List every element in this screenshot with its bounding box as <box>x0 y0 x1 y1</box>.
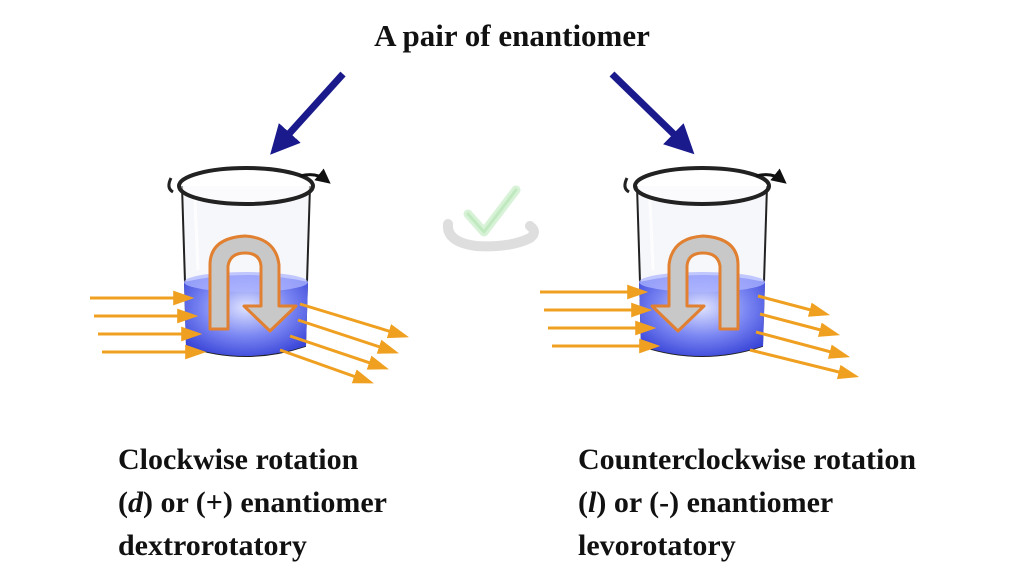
caption-left-paren-open: ( <box>118 486 128 519</box>
rotation-arrow-clockwise-icon <box>208 234 298 333</box>
caption-right-line-1: Counterclockwise rotation <box>578 443 917 476</box>
light-rays-out-left <box>279 302 410 384</box>
caption-counterclockwise: Counterclockwise rotation (l) or (-) ena… <box>578 438 916 567</box>
caption-left-symbol: d <box>128 486 143 519</box>
caption-right-symbol: l <box>588 486 597 519</box>
caption-right-line-2-rest: ) or (-) enantiomer <box>596 486 834 519</box>
checkmark-watermark-icon <box>442 185 539 252</box>
light-rays-out-right <box>749 294 860 380</box>
caption-left-line-2: (d) or (+) enantiomer <box>118 481 387 524</box>
page-title: A pair of enantiomer <box>374 18 650 53</box>
beaker-right-icon <box>623 166 787 357</box>
beaker-left-icon <box>167 166 331 357</box>
pointer-arrow-left <box>270 71 346 155</box>
caption-clockwise: Clockwise rotation (d) or (+) enantiomer… <box>118 438 387 567</box>
rotation-arrow-counterclockwise-icon <box>650 234 740 333</box>
caption-left-line-1: Clockwise rotation <box>118 443 359 476</box>
light-rays-in-right <box>540 284 661 354</box>
caption-left-line-3: dextrorotatory <box>118 529 307 562</box>
caption-right-line-2: (l) or (-) enantiomer <box>578 481 916 524</box>
caption-right-paren-open: ( <box>578 486 588 519</box>
pointer-arrow-right <box>609 71 695 155</box>
caption-right-line-3: levorotatory <box>578 529 736 562</box>
caption-left-line-2-rest: ) or (+) enantiomer <box>143 486 387 519</box>
light-rays-in-left <box>90 290 207 360</box>
